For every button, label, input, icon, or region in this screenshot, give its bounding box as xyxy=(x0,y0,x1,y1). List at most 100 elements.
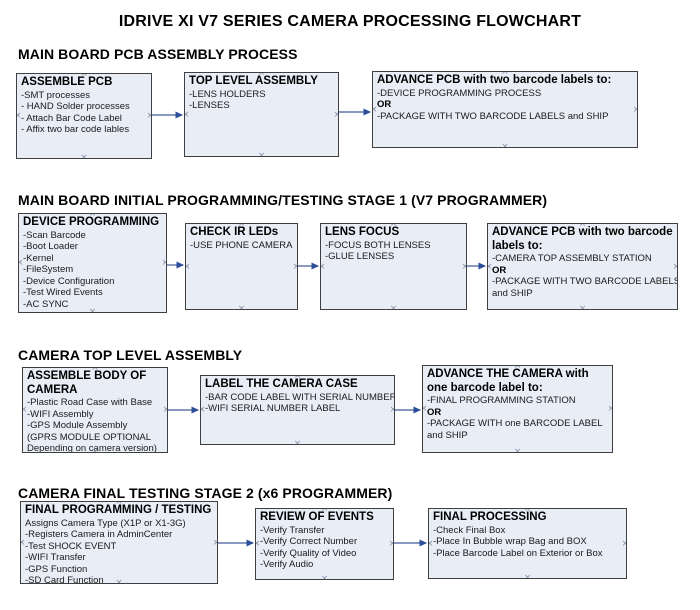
box-line: -Device Configuration xyxy=(23,275,115,287)
box-line: -PACKAGE WITH TWO BARCODE LABELS xyxy=(492,276,678,287)
connection-point: × xyxy=(186,262,191,271)
box-line: -Plastic Road Case with Base xyxy=(27,397,153,408)
box-title: LABEL THE CAMERA CASE xyxy=(205,378,358,390)
box-line: -SD Card Function xyxy=(25,575,104,584)
box-line: -Place In Bubble wrap Bag and BOX xyxy=(433,536,587,547)
flow-box-final-programming-testing: FINAL PROGRAMMING / TESTING Assigns Came… xyxy=(20,501,218,584)
box-line: -USE PHONE CAMERA xyxy=(190,239,293,251)
box-line: OR xyxy=(377,99,392,110)
box-line: -Test Wired Events xyxy=(23,287,103,298)
box-line: Depending on camera version) xyxy=(27,443,157,453)
box-title: ASSEMBLE PCB xyxy=(21,76,113,88)
flow-box-device-programming: DEVICE PROGRAMMING -Scan Barcode -Boot L… xyxy=(18,213,167,313)
box-line: -FINAL PROGRAMMING STATION xyxy=(427,395,576,406)
connection-point: × xyxy=(320,574,329,580)
flow-box-review-of-events: REVIEW OF EVENTS -Verify Transfer -Verif… xyxy=(255,508,394,580)
box-line: -FOCUS BOTH LENSES xyxy=(325,239,431,251)
connection-point: × xyxy=(607,405,612,414)
connection-point: × xyxy=(321,262,326,271)
box-line: -WIFI Assembly xyxy=(27,408,94,420)
connection-point: × xyxy=(621,539,626,548)
connection-point: × xyxy=(523,573,532,579)
flow-box-advance-pcb-two-labels: ADVANCE PCB with two barcode labels to: … xyxy=(372,71,638,148)
flow-box-label-the-camera-case: LABEL THE CAMERA CASE -BAR CODE LABEL WI… xyxy=(200,375,395,445)
box-line: -Verify Transfer xyxy=(260,524,325,536)
box-line: and SHIP xyxy=(492,287,533,299)
box-line: -LENS HOLDERS xyxy=(189,88,266,100)
box-line: -GPS Module Assembly xyxy=(27,420,128,431)
connection-point: × xyxy=(333,110,338,119)
box-line: -Scan Barcode xyxy=(23,229,86,241)
flow-box-advance-pcb-two-labels-2: ADVANCE PCB with two barcode labels to: … xyxy=(487,223,678,310)
box-title: DEVICE PROGRAMMING xyxy=(23,216,160,228)
box-line: -AC SYNC xyxy=(23,298,69,310)
connection-point: × xyxy=(388,540,393,549)
box-line: -PACKAGE WITH TWO BARCODE LABELS and SHI… xyxy=(377,110,609,122)
box-line: -GPS Function xyxy=(25,563,88,575)
box-title: FINAL PROGRAMMING / TESTING xyxy=(25,504,212,516)
box-line: -BAR CODE LABEL WITH SERIAL NUMBER xyxy=(205,391,395,403)
connection-point: × xyxy=(80,153,88,159)
box-title: FINAL PROCESSING xyxy=(433,511,547,523)
box-title: ADVANCE PCB with two barcode labels to: xyxy=(377,74,612,86)
box-line: - Attach Bar Code Label xyxy=(21,112,122,124)
box-line: -Verify Quality of Video xyxy=(260,547,357,559)
box-line: -DEVICE PROGRAMMING PROCESS xyxy=(377,87,542,99)
connection-point: × xyxy=(501,142,509,148)
connection-point: × xyxy=(672,262,677,271)
connection-point: × xyxy=(632,105,637,114)
connection-point: × xyxy=(293,439,302,445)
box-title: REVIEW OF EVENTS xyxy=(260,511,374,523)
connection-point: × xyxy=(161,259,166,268)
section-heading-initial-programming: MAIN BOARD INITIAL PROGRAMMING/TESTING S… xyxy=(18,192,548,208)
connection-point: × xyxy=(257,151,266,157)
flow-box-assemble-pcb: ASSEMBLE PCB -SMT processes - HAND Solde… xyxy=(16,73,152,159)
box-line: -Test SHOCK EVENT xyxy=(25,540,117,552)
flow-box-advance-camera-one-label: ADVANCE THE CAMERA with one barcode labe… xyxy=(422,365,613,453)
box-line: -GLUE LENSES xyxy=(325,251,395,262)
box-line: Assigns Camera Type (X1P or X1-3G) xyxy=(25,517,186,529)
box-line: -FileSystem xyxy=(23,264,74,275)
box-line: -CAMERA TOP ASSEMBLY STATION xyxy=(492,253,652,264)
box-line: - HAND Solder processes xyxy=(21,101,130,112)
section-heading-pcb-assembly: MAIN BOARD PCB ASSEMBLY PROCESS xyxy=(18,46,298,62)
box-title: ASSEMBLE BODY OF CAMERA xyxy=(27,370,147,396)
box-line: -Boot Loader xyxy=(23,241,78,252)
connection-point: × xyxy=(162,406,167,415)
connection-point: × xyxy=(389,406,394,415)
box-line: -Kernel xyxy=(23,252,54,264)
connection-point: × xyxy=(389,304,398,310)
box-line: -WIFI Transfer xyxy=(25,552,86,563)
section-heading-final-testing: CAMERA FINAL TESTING STAGE 2 (x6 PROGRAM… xyxy=(18,485,393,501)
box-line: OR xyxy=(492,264,507,276)
flow-box-assemble-body-of-camera: ASSEMBLE BODY OF CAMERA -Plastic Road Ca… xyxy=(22,367,168,453)
flow-box-final-processing: FINAL PROCESSING -Check Final Box -Place… xyxy=(428,508,627,579)
box-title: ADVANCE PCB with two barcode labels to: xyxy=(492,226,673,252)
box-title: TOP LEVEL ASSEMBLY xyxy=(189,75,318,87)
connection-point: × xyxy=(237,304,246,310)
box-line: -SMT processes xyxy=(21,89,90,101)
connection-point: × xyxy=(461,262,466,271)
connection-point: × xyxy=(578,304,587,310)
box-line: -WIFI SERIAL NUMBER LABEL xyxy=(205,403,341,414)
box-line: -PACKAGE WITH one BARCODE LABEL xyxy=(427,418,603,429)
connection-point: × xyxy=(292,262,297,271)
section-heading-camera-top-assembly: CAMERA TOP LEVEL ASSEMBLY xyxy=(18,347,243,363)
box-line: -Registers Camera in AdminCenter xyxy=(25,529,173,540)
flow-box-check-ir-leds: CHECK IR LEDs -USE PHONE CAMERA ×××× xyxy=(185,223,298,310)
connection-point: × xyxy=(146,112,151,121)
box-title: ADVANCE THE CAMERA with one barcode labe… xyxy=(427,368,589,394)
box-line: and SHIP xyxy=(427,429,468,441)
box-line: -Verify Audio xyxy=(260,559,314,570)
box-line: (GPRS MODULE OPTIONAL xyxy=(27,431,152,443)
box-title: CHECK IR LEDs xyxy=(190,226,279,238)
connection-point: × xyxy=(212,538,217,547)
flow-box-lens-focus: LENS FOCUS -FOCUS BOTH LENSES -GLUE LENS… xyxy=(320,223,467,310)
box-title: LENS FOCUS xyxy=(325,226,400,238)
box-line: -LENSES xyxy=(189,100,230,111)
box-line: - Affix two bar code lables xyxy=(21,124,130,135)
box-line: -Verify Correct Number xyxy=(260,536,358,547)
box-line: OR xyxy=(427,406,442,418)
flow-box-top-level-assembly: TOP LEVEL ASSEMBLY -LENS HOLDERS -LENSES… xyxy=(184,72,339,157)
box-line: -Place Barcode Label on Exterior or Box xyxy=(433,547,603,559)
